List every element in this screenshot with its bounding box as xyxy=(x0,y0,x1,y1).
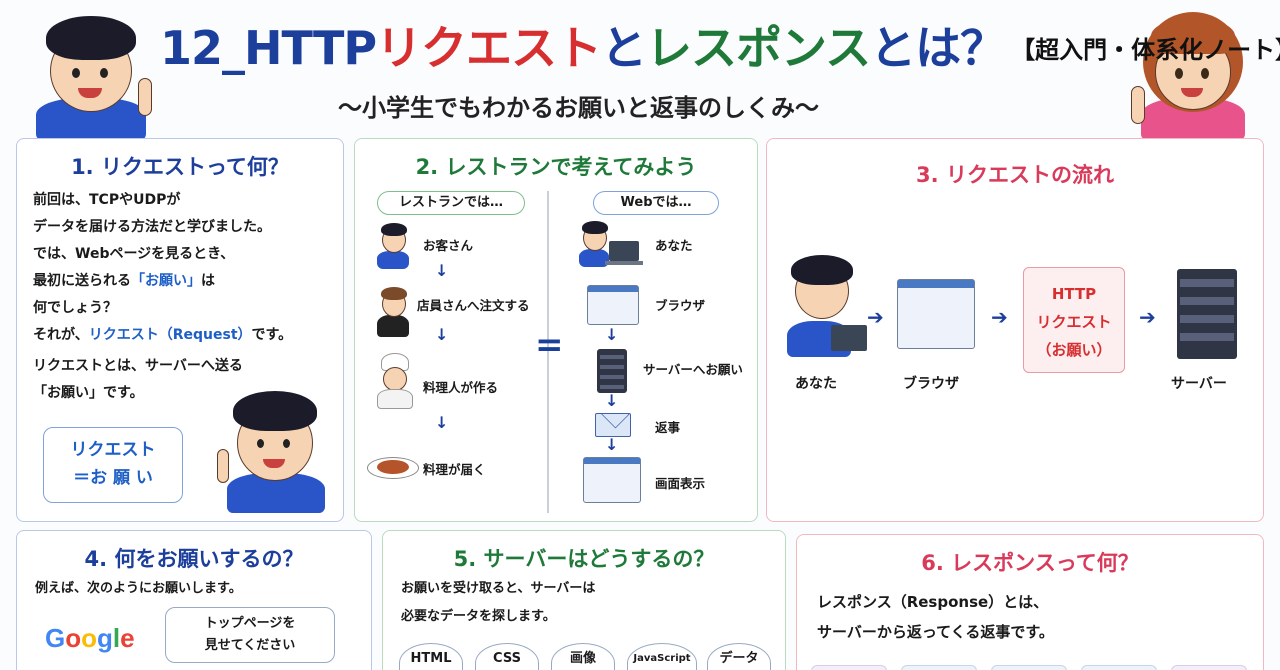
web-pill: Webでは… xyxy=(593,191,719,215)
title-tag: 【超入門・体系化ノート】 xyxy=(1011,36,1280,64)
boy-character-card1 xyxy=(213,387,333,517)
card1-text: 前回は、TCPやUDPが データを届ける方法だと学びました。 では、Webページ… xyxy=(33,192,293,401)
chef-icon xyxy=(373,353,417,411)
right-step-1: あなた xyxy=(655,238,693,253)
tag-html: HTML xyxy=(399,643,463,670)
title-number: 12_HTTP xyxy=(160,21,377,75)
server-icon xyxy=(1177,269,1237,359)
request-equals-wish-bubble: リクエスト ＝お 願 い xyxy=(43,427,183,503)
boy-character-header xyxy=(28,8,158,140)
card2-heading: 2. レストランで考えてみよう xyxy=(415,155,697,179)
left-step-1: お客さん xyxy=(423,238,474,253)
page-subtitle: ～小学生でもわかるお願いと返事のしくみ～ xyxy=(338,94,819,122)
card-what-is-response: 6. レスポンスって何？ レスポンス（Response）とは、 サーバーから返っ… xyxy=(796,534,1264,670)
response-item xyxy=(991,665,1067,670)
card5-text: お願いを受け取ると、サーバーは 必要なデータを探します。 xyxy=(401,581,596,624)
google-logo: Google xyxy=(45,623,135,653)
tag-data: データ xyxy=(707,643,771,670)
customer-icon xyxy=(375,221,411,269)
card5-heading: 5. サーバーはどうするの？ xyxy=(453,547,715,571)
left-step-4: 料理が届く xyxy=(423,462,486,477)
restaurant-pill: レストランでは… xyxy=(377,191,525,215)
response-item xyxy=(901,665,977,670)
card4-text: 例えば、次のようにお願いします。 xyxy=(35,581,242,596)
card-what-to-request: 4. 何をお願いするの？ 例えば、次のようにお願いします。 Google トップ… xyxy=(16,530,372,670)
equals-sign: = xyxy=(535,325,564,365)
top-page-bubble: トップページを 見せてください xyxy=(165,607,335,663)
right-step-4: 返事 xyxy=(655,420,681,435)
flow-you-label: あなた xyxy=(795,376,837,392)
title-and: と xyxy=(601,21,647,75)
arrow-down-icon: ↓ xyxy=(605,325,619,344)
dish-icon xyxy=(367,451,419,481)
arrow-down-icon: ↓ xyxy=(605,391,619,410)
left-step-3: 料理人が作る xyxy=(423,380,499,395)
girl-character-header xyxy=(1125,8,1255,140)
right-step-3: サーバーへお願い xyxy=(643,362,743,377)
card3-heading: 3. リクエストの流れ xyxy=(916,163,1114,187)
arrow-down-icon: ↓ xyxy=(435,261,449,280)
you-with-laptop-icon xyxy=(577,219,643,269)
flow-server-label: サーバー xyxy=(1171,376,1227,392)
response-item xyxy=(1081,665,1157,670)
arrow-down-icon: ↓ xyxy=(435,325,449,344)
tag-css: CSS xyxy=(475,643,539,670)
title-what: とは？ xyxy=(870,21,1006,75)
browser-icon xyxy=(897,279,975,349)
server-icon xyxy=(597,349,627,393)
card-restaurant-analogy: 2. レストランで考えてみよう レストランでは… Webでは… = お客さん ↓… xyxy=(354,138,758,522)
arrow-right-icon: ➔ xyxy=(867,305,884,329)
right-step-2: ブラウザ xyxy=(655,298,706,313)
envelope-icon xyxy=(595,413,631,437)
browser-icon xyxy=(587,285,639,325)
response-item xyxy=(1171,665,1247,670)
response-item xyxy=(811,665,887,670)
right-step-5: 画面表示 xyxy=(655,476,706,491)
arrow-down-icon: ↓ xyxy=(435,413,449,432)
http-request-box: HTTP リクエスト （お願い） xyxy=(1023,267,1125,373)
tag-image: 画像 xyxy=(551,643,615,670)
screen-display-icon xyxy=(583,457,641,503)
left-step-2: 店員さんへ注文する xyxy=(417,298,530,313)
card1-heading: 1. リクエストって何？ xyxy=(71,155,289,179)
card6-text: レスポンス（Response）とは、 サーバーから返ってくる返事です。 xyxy=(817,593,1054,641)
arrow-down-icon: ↓ xyxy=(605,435,619,454)
arrow-right-icon: ➔ xyxy=(991,305,1008,329)
card-server-action: 5. サーバーはどうするの？ お願いを受け取ると、サーバーは 必要なデータを探し… xyxy=(382,530,786,670)
card-request-flow: 3. リクエストの流れ あなた ➔ ブラウザ ➔ HTTP リクエスト （お願い… xyxy=(766,138,1264,522)
you-with-laptop-icon xyxy=(785,253,869,359)
card4-heading: 4. 何をお願いするの？ xyxy=(84,547,304,571)
title-request: リクエスト xyxy=(376,21,602,75)
arrow-right-icon: ➔ xyxy=(1139,305,1156,329)
flow-browser-label: ブラウザ xyxy=(903,376,959,392)
waiter-icon xyxy=(375,285,411,337)
card-what-is-request: 1. リクエストって何？ 前回は、TCPやUDPが データを届ける方法だと学びま… xyxy=(16,138,344,522)
page-title: 12_HTTPリクエストとレスポンスとは？【超入門・体系化ノート】 xyxy=(160,12,1280,78)
divider-line xyxy=(547,191,549,513)
tag-javascript: JavaScript xyxy=(627,643,697,670)
card6-heading: 6. レスポンスって何？ xyxy=(921,551,1139,575)
title-response: レスポンス xyxy=(646,21,871,75)
